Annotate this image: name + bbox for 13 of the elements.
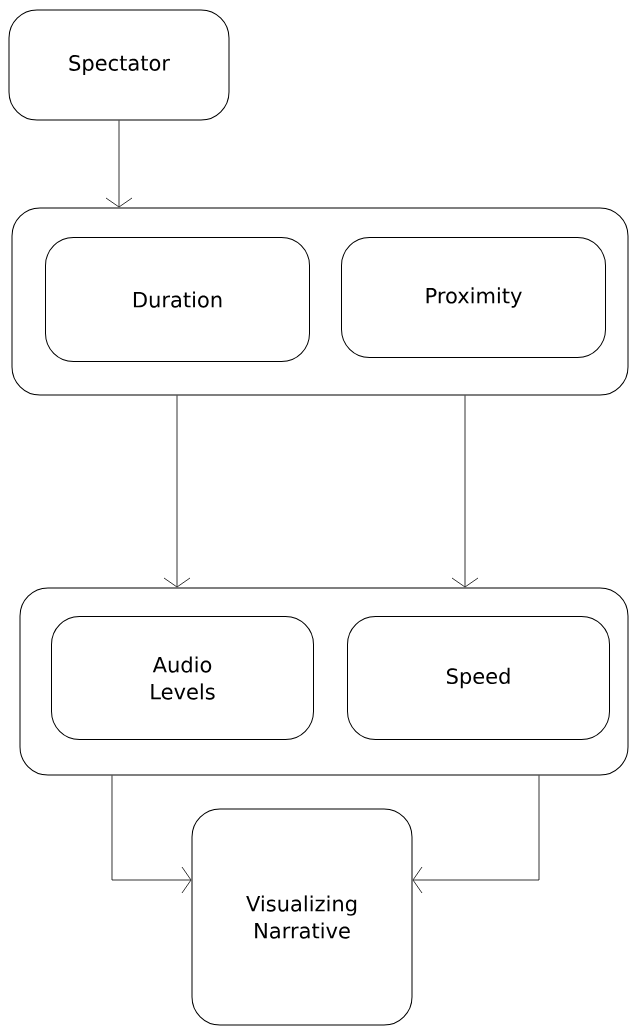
process-box: Audio Levels <box>51 616 314 740</box>
arrow <box>163 395 191 588</box>
process-box: Duration <box>45 237 310 362</box>
arrow <box>105 120 133 208</box>
arrow <box>451 395 479 588</box>
process-box: Proximity <box>341 237 606 358</box>
process-box: Speed <box>347 616 610 740</box>
process-box: Visualizing Narrative <box>191 808 413 1026</box>
group-box <box>19 587 629 776</box>
group-box <box>11 207 629 396</box>
rounded-box: Spectator <box>8 9 230 121</box>
arrow <box>111 775 192 894</box>
arrow <box>412 775 540 894</box>
